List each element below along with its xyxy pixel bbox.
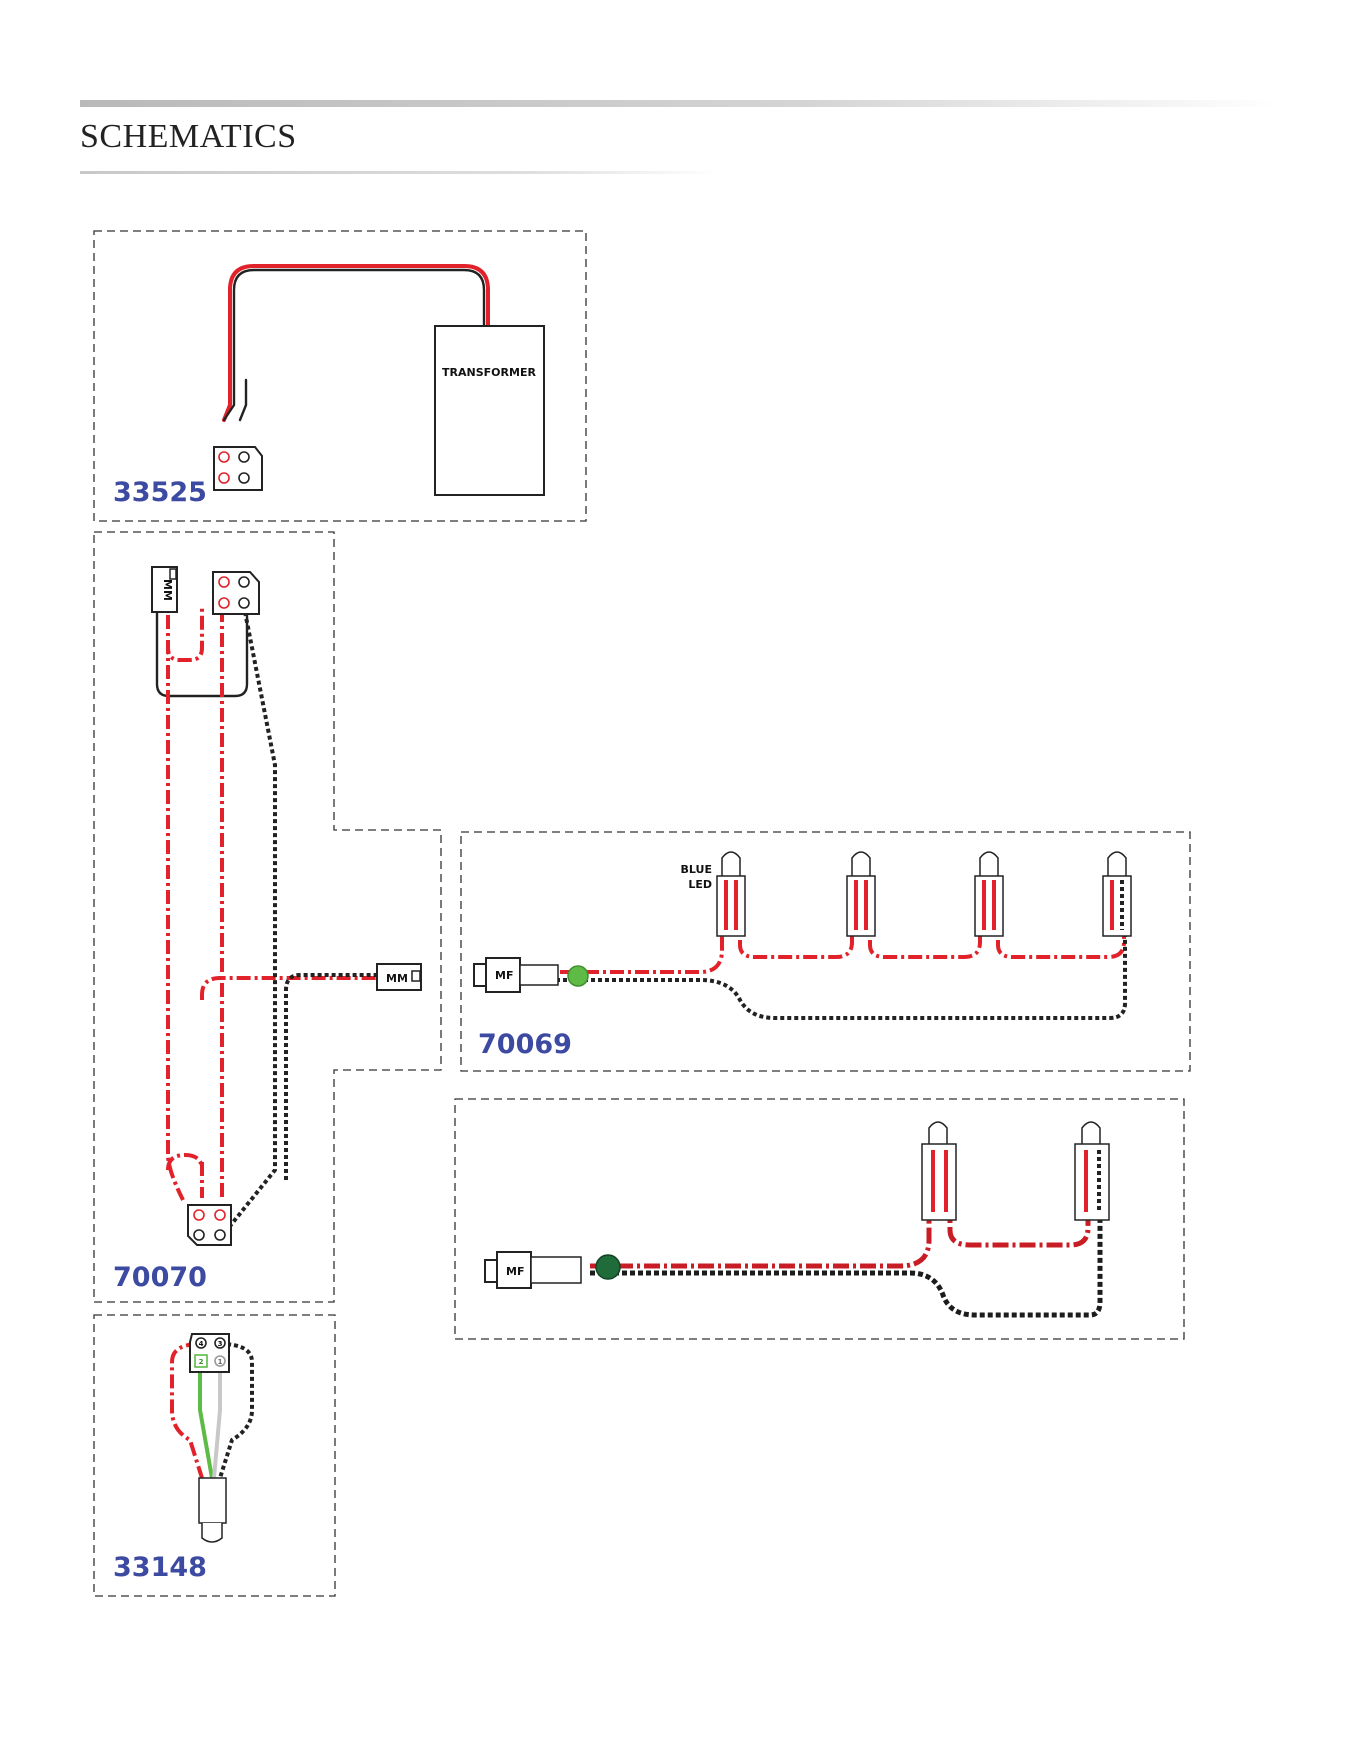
wire-black-70070-long xyxy=(222,612,275,1236)
wire-red-70069-seg1 xyxy=(740,915,852,957)
blue-led-label-1: BLUE xyxy=(681,863,712,876)
junction-dot-70069 xyxy=(568,966,588,986)
connector-4pin-33525 xyxy=(214,447,262,490)
wire-red-70069-main xyxy=(535,915,722,972)
connector-4pin-33148: 4 3 2 1 xyxy=(190,1334,229,1372)
wire-red-70069-seg2 xyxy=(870,915,980,957)
panel-70069-label: 70069 xyxy=(478,1029,572,1060)
panel-two-led: MF xyxy=(455,1099,1184,1339)
wire-black-70070-branch xyxy=(286,975,377,1180)
led-two-led-2 xyxy=(1075,1122,1109,1220)
wire-red-70070-left xyxy=(168,640,183,1200)
panel-33525-label: 33525 xyxy=(113,477,207,508)
blue-led-2 xyxy=(847,852,875,936)
wire-red-70070-bottom-loop xyxy=(168,1155,202,1170)
pin-1-label: 1 xyxy=(218,1358,223,1366)
mm-top-label: MM xyxy=(161,579,174,601)
panel-70070-label: 70070 xyxy=(113,1262,207,1293)
wire-red-70070-loop xyxy=(168,608,202,660)
panel-33148-label: 33148 xyxy=(113,1552,207,1583)
blue-led-3 xyxy=(975,852,1003,936)
mf-70069-label: MF xyxy=(495,969,513,982)
connector-mm-side: MM xyxy=(377,964,421,990)
panel-70070-border xyxy=(94,532,441,1302)
wire-black-two-led-return xyxy=(590,1200,1100,1315)
wire-grey-33148 xyxy=(214,1362,220,1478)
pin-2-label: 2 xyxy=(199,1358,204,1366)
panel-33525: TRANSFORMER 33525 xyxy=(94,231,586,521)
wire-green-33148 xyxy=(200,1362,212,1478)
transformer-box xyxy=(435,326,544,495)
wire-black-70069-return xyxy=(535,915,1125,1018)
blue-led-4 xyxy=(1103,852,1131,936)
connector-4pin-70070-bottom xyxy=(188,1205,231,1245)
blue-led-1 xyxy=(717,852,745,936)
wire-red-two-led-seg xyxy=(950,1200,1088,1245)
bulb-socket-33148 xyxy=(199,1478,226,1542)
blue-led-label-2: LED xyxy=(688,878,712,891)
panel-33148: 4 3 2 1 33148 xyxy=(94,1315,335,1596)
mf-two-led-label: MF xyxy=(506,1265,524,1278)
led-two-led-1 xyxy=(922,1122,956,1220)
junction-dot-two-led xyxy=(596,1255,620,1279)
wire-black-33525-short xyxy=(240,380,246,420)
connector-mf-70069: MF xyxy=(474,958,558,992)
panel-70069: MF BLUE LED xyxy=(461,832,1190,1071)
panel-70070: MM MM 70 xyxy=(94,532,441,1302)
mm-side-label: MM xyxy=(386,972,408,985)
transformer-label: TRANSFORMER xyxy=(442,366,536,379)
connector-mm-top: MM xyxy=(152,567,177,612)
wire-red-two-led-main xyxy=(590,1200,929,1266)
pin-4-label: 4 xyxy=(199,1340,204,1348)
pin-3-label: 3 xyxy=(218,1340,223,1348)
connector-4pin-70070-top xyxy=(213,572,259,614)
connector-mf-two-led: MF xyxy=(485,1252,581,1288)
